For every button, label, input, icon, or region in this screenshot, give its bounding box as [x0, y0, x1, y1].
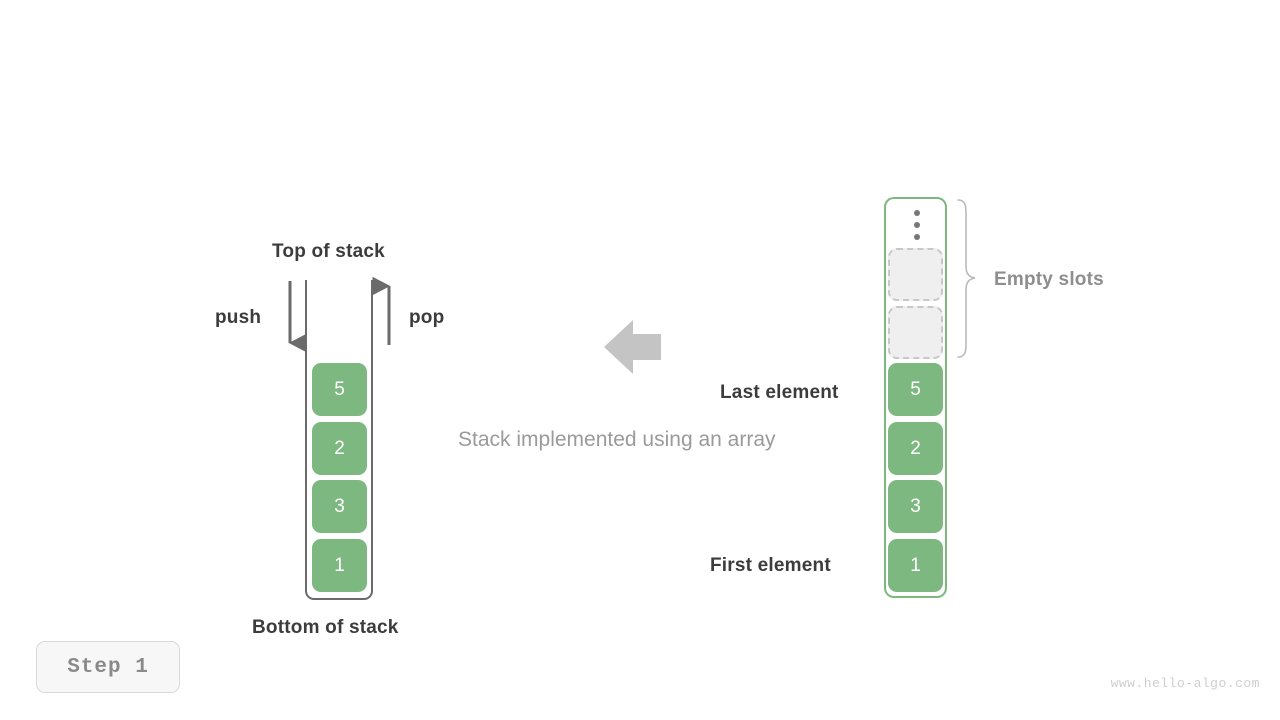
stack-cell: 1 — [312, 539, 367, 592]
array-vessel-outline — [884, 197, 947, 598]
empty-slots-brace — [957, 199, 976, 358]
array-cell: 3 — [888, 480, 943, 533]
diagram-caption: Stack implemented using an array — [458, 428, 776, 451]
stack-cell: 3 — [312, 480, 367, 533]
first-element-label: First element — [710, 555, 831, 576]
array-empty-slot — [888, 306, 943, 359]
top-of-stack-label: Top of stack — [272, 241, 385, 262]
stack-container: 5 2 3 1 — [305, 280, 375, 602]
vertical-ellipsis-icon — [914, 210, 920, 244]
stack-cell: 2 — [312, 422, 367, 475]
array-cell: 5 — [888, 363, 943, 416]
bottom-of-stack-label: Bottom of stack — [252, 617, 399, 638]
watermark: www.hello-algo.com — [1110, 676, 1260, 691]
step-badge: Step 1 — [36, 641, 180, 693]
push-label: push — [215, 307, 262, 328]
last-element-label: Last element — [720, 382, 839, 403]
pop-label: pop — [409, 307, 445, 328]
array-empty-slot — [888, 248, 943, 301]
array-container: 5 2 3 1 — [884, 197, 948, 599]
stack-vessel-outline — [305, 280, 373, 600]
array-cell: 1 — [888, 539, 943, 592]
array-cell: 2 — [888, 422, 943, 475]
implementation-arrow-icon — [604, 320, 661, 374]
stack-cell: 5 — [312, 363, 367, 416]
empty-slots-label: Empty slots — [994, 269, 1104, 290]
